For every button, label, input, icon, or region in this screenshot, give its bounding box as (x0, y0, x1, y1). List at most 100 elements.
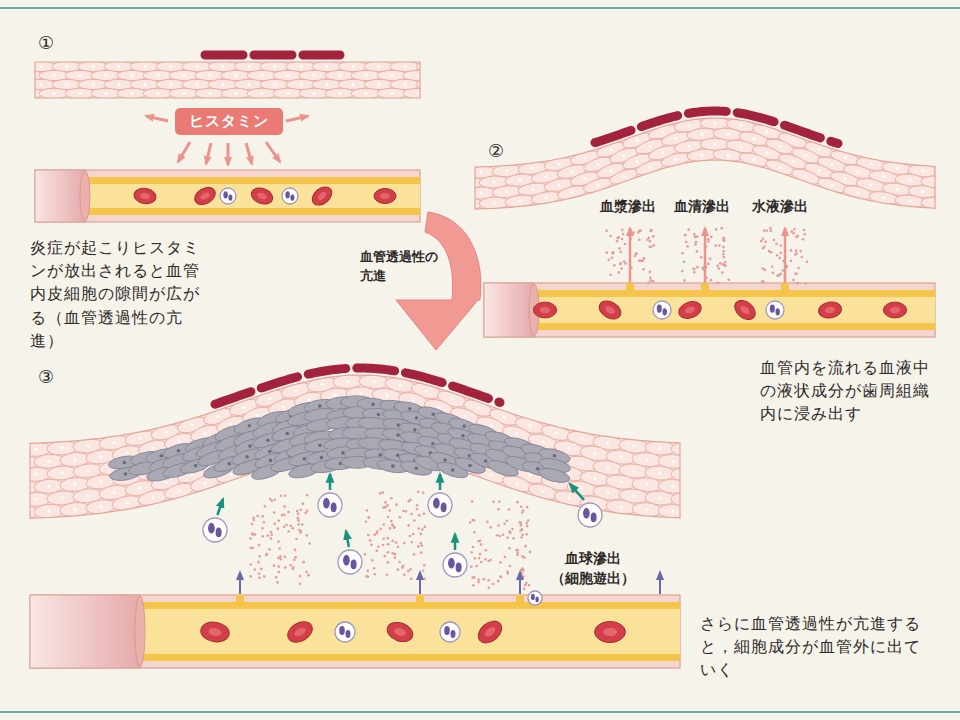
tissue-cell (764, 157, 796, 178)
cell-nucleus (620, 481, 623, 484)
cell-nucleus (40, 83, 43, 86)
cell-nucleus (313, 92, 316, 95)
vessel-lumen-center (85, 184, 420, 208)
exudate-dot (707, 238, 710, 241)
exudate-dot (258, 555, 261, 558)
cell-nucleus (295, 389, 298, 392)
red-blood-cell (374, 189, 396, 204)
cell-nucleus (248, 444, 252, 448)
cell-nucleus (584, 177, 587, 180)
exudate-dot (397, 568, 400, 571)
cell-nucleus (408, 407, 412, 411)
exudate-dot (263, 521, 266, 524)
cell-nucleus (519, 200, 522, 203)
exudate-dot (273, 523, 276, 526)
exudate-dot (486, 520, 489, 523)
cell-nucleus (248, 424, 252, 428)
cell-nucleus (506, 169, 509, 172)
exudate-dot (487, 579, 490, 582)
tissue-cell (934, 166, 960, 179)
cell-nucleus (105, 74, 108, 77)
exudate-dot (413, 519, 416, 522)
white-blood-cell (428, 493, 452, 517)
cell-nucleus (386, 394, 389, 397)
cell-nucleus (144, 65, 147, 68)
exudate-dot (796, 282, 799, 285)
tissue-cell (0, 61, 30, 71)
exudate-dot (285, 524, 288, 527)
cell-nucleus (27, 92, 30, 95)
gingival-crust (595, 111, 838, 144)
cell-nucleus (157, 92, 160, 95)
flow-arrow (439, 474, 442, 490)
exudate-dot (384, 501, 387, 504)
cell-body (578, 503, 602, 527)
exudate-dot (619, 262, 622, 265)
cell-nucleus (261, 92, 264, 95)
cell-nucleus (53, 74, 56, 77)
cell-nucleus (454, 171, 457, 174)
exudate-dot (395, 503, 398, 506)
exudate-dot (279, 555, 282, 558)
exudate-dot (293, 559, 296, 562)
exudate-dot (252, 519, 255, 522)
exudate-dot (772, 271, 775, 274)
tissue-cell (684, 505, 714, 520)
cell-nucleus (431, 442, 435, 446)
tissue-cell (684, 455, 714, 470)
exudate-dot (492, 500, 495, 503)
cell-nucleus (698, 511, 701, 514)
exudate-dot (609, 273, 612, 276)
cell-nucleus (351, 560, 357, 570)
cell-nucleus (766, 151, 769, 154)
cell-nucleus (688, 124, 691, 127)
exudate-dot (635, 253, 638, 256)
exudate-dot (278, 547, 281, 550)
tissue-cell (660, 151, 692, 169)
cell-body (440, 622, 460, 642)
exudate-dot (273, 499, 276, 502)
exudate-dot (289, 524, 292, 527)
cell-nucleus (274, 65, 277, 68)
red-blood-cell (385, 619, 416, 645)
tissue-band (35, 62, 420, 98)
exudate-dot (779, 252, 782, 255)
cell-nucleus (74, 483, 77, 486)
cell-nucleus (243, 406, 246, 409)
exudate-dot (771, 265, 774, 268)
white-blood-cell (335, 622, 355, 642)
exudate-dot (367, 516, 370, 519)
cell-body (318, 493, 342, 517)
cell-nucleus (208, 523, 215, 534)
tissue-cell (684, 480, 714, 495)
exudate-dot (772, 239, 775, 242)
exudate-dot (652, 280, 655, 283)
cell-nucleus (831, 163, 834, 166)
cell-nucleus (378, 83, 381, 86)
cell-nucleus (443, 458, 447, 462)
exudate-dot (413, 553, 416, 556)
tissue-cell (65, 88, 95, 98)
exudate-dot (297, 523, 300, 526)
exudate-dot (776, 254, 779, 257)
exudate-dot (516, 501, 519, 504)
exudate-dot (253, 568, 256, 571)
cell-nucleus (922, 190, 925, 193)
cell-nucleus (909, 179, 912, 182)
cell-nucleus (633, 470, 636, 473)
exudate-dot (403, 542, 406, 545)
cell-nucleus (831, 184, 834, 187)
cell-nucleus (568, 497, 571, 500)
cell-nucleus (113, 441, 116, 444)
cell-nucleus (144, 83, 147, 86)
exudate-dot (366, 570, 369, 573)
cell-nucleus (584, 156, 587, 159)
exudate-dot (401, 566, 404, 569)
gingival-crust (205, 51, 340, 60)
exudate-dot (292, 527, 295, 530)
cell-body (676, 299, 703, 322)
cell-nucleus (727, 133, 730, 136)
cell-nucleus (113, 491, 116, 494)
exudate-dot (470, 565, 473, 568)
